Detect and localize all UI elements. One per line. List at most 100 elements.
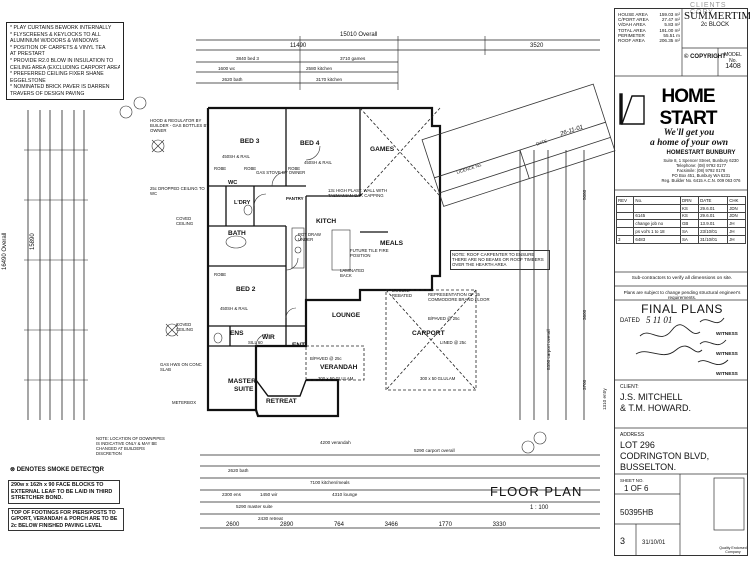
dim-right-1310: 1310 entry [602,388,607,410]
witness-label-1: WITNESS [716,332,738,337]
robe-label-2: ROBE [244,166,257,171]
glulam-label-1: 300 x 50 GLULAM [318,376,354,381]
note-line: EGGELSTONE [10,77,46,84]
dim-top-11490: 11490 [290,43,307,49]
dim-bottom-item: 764 [333,522,344,528]
plan-scale: 1 : 100 [530,505,549,511]
clients-copy-stamp: CLIENTS COPY [690,2,727,16]
dim-right-3700: 3700 [582,379,587,390]
general-notes-box: * PLAY CURTAINS BEWORK INTERNALLY * FLYS… [6,22,124,100]
dropped-ceiling-label: 25c DROPPED CEILING TO WC [150,186,205,196]
model-block: 2c BLOCK [700,22,730,28]
room-retreat: RETREAT [266,398,297,405]
homestart-tagline: We'll get you a home of your own [649,128,729,148]
dim-bottom-7100: 7100 kitchen/meals [310,480,350,485]
pot-draw-label: POT DRAW UNDER [298,232,321,242]
room-suite: SUITE [234,386,254,393]
dim-top-2620: 2620 bath [222,77,243,82]
dim-bottom-item: 1770 [438,522,452,528]
robe-label-1: ROBE [214,166,227,171]
revision-number: 3 [620,536,626,546]
shelf-rail-label-2: 450SH & RAIL [304,160,332,165]
gas-stove-label: GAS STOVE BY OWNER [256,170,306,175]
note-line: * FLYSCREENS & KEYLOCKS TO ALL [10,31,101,38]
note-line: * PREFERRED CEILING FIXER SHANE [10,71,104,78]
room-bed4: BED 4 [300,140,320,147]
glulam-label-2: 300 x 50 GLULAM [420,376,456,381]
room-carport: CARPORT [412,330,445,337]
room-meals: MEALS [380,240,404,247]
dim-bottom-item: 2600 [226,522,240,528]
plaster-wall-label: 13c HIGH PLAST. WALL WITH TASMANIAN OAK … [328,188,388,198]
meterbox-label: METERBOX [172,400,197,405]
dim-bottom-5290-master: 5290 master suite [236,504,273,509]
sheet-label: SHEET NO. [620,478,644,483]
dim-bottom-2620: 2620 bath [228,468,249,473]
dim-top-3520: 3520 [530,43,544,49]
dim-bottom-row: 2600 2890 764 3466 1770 3330 [226,522,506,528]
room-wir: WIR [262,334,275,341]
room-bed2: BED 2 [236,286,256,293]
model-number: 1408 [725,63,741,70]
note-line: CEILING AREA (EXCLUDING CARPORT AREA) [10,64,120,71]
note-line: * PLAY CURTAINS BEWORK INTERNALLY [10,25,112,31]
room-entry: ENT [292,342,306,349]
site-address: LOT 296 CODRINGTON BLVD, BUSSELTON. [620,440,710,472]
dim-left-overall: 16490 Overall [2,232,8,270]
dim-bottom-1450: 1450 wir [260,492,278,497]
robe-label-4: ROBE [214,272,227,277]
room-pantry: PANTRY [286,196,304,201]
room-kitchen: KITCH [316,218,337,225]
dim-bottom-item: 3466 [384,522,398,528]
smoke-detector-note: ⊗ DENOTES SMOKE DETECTOR [10,467,104,473]
roof-carpenter-note: NOTE: ROOF CARPENTER TO ENSURE THERE ARE… [450,250,550,270]
plan-title: FLOOR PLAN [490,484,583,499]
shelf-rail-label-3: 450SH & RAIL [220,306,248,311]
double-rebated-label: DOUBLE REBATED [392,288,412,298]
hood-regulator-label: HOOD & REGULATOR BY BUILDER - GAS BOTTLE… [150,118,210,133]
robe-label-3: ROBE [288,166,301,171]
copyright-label: © COPYRIGHT [684,54,726,60]
future-tile-fire-label: FUTURE TILE FIRE POSITION [350,248,389,258]
dim-top-3170: 3170 kitchen [316,77,343,82]
dim-right-3600: 3600 [582,309,587,320]
shelf-rail-label-1: 450SH & RAIL [222,154,250,159]
dim-top-3710: 3710 games [340,56,366,61]
drawing-date: 31/10/01 [642,540,666,546]
plans-subject-note: Plans are subject to change pending stru… [623,290,741,301]
room-laundry: L'DRY [234,200,251,206]
dim-top-1600: 1600 wc [218,66,236,71]
dim-bottom-2430: 2430 retreat [258,516,283,521]
dim-right-8350: 8350 carport overall [546,329,551,370]
gas-hws-label: GAS HWS ON CONC SLAB [160,362,202,372]
note-line: AT PRESTART [10,51,45,58]
face-blocks-note: 290w x 162h x 90 FACE BLOCKS TO EXTERNAL… [8,480,120,504]
sheet-number: 1 OF 6 [624,484,649,493]
dim-bottom-2300: 2300 ens [222,492,241,497]
sill-label: SILL 60 [248,340,263,345]
dim-bottom-4200: 4200 verandah [320,440,351,445]
dim-bottom-item: 2890 [279,522,294,528]
dim-bottom-item: 3330 [492,522,506,528]
dim-left-15890: 15890 [30,233,36,250]
branch-details: Suite 8, 1 Spencer Street, Bunbury 6230 … [661,158,741,183]
paved-label-carport: B/PAVED @ 25c [428,316,460,321]
note-line: ALUMINIUM W/DOORS & WINDOWS [10,38,99,45]
dated-label: DATED [620,318,640,324]
room-verandah: VERANDAH [320,364,358,371]
footings-note: TOP OF FOOTINGS FOR PIERS/POSTS TO G/POR… [8,508,124,532]
model-name: SUMMERTIME [684,10,750,22]
witness-label-3: WITNESS [716,372,738,377]
client-names: J.S. MITCHELL & T.M. HOWARD. [620,392,692,413]
room-wc: WC [228,180,238,186]
room-games: GAMES [370,146,395,153]
